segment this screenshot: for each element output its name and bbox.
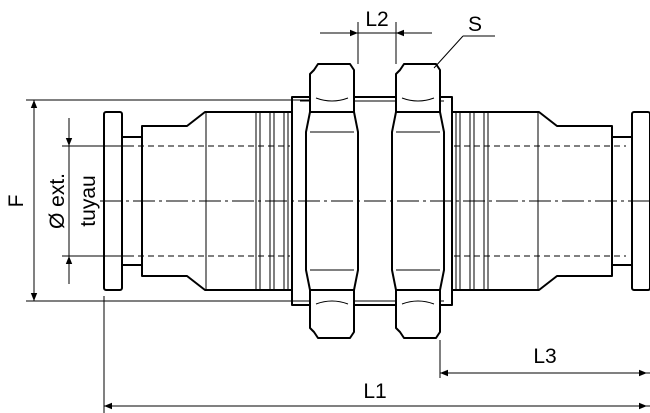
tube-od-label-line2: tuyau	[77, 175, 100, 226]
s-label: S	[468, 13, 482, 36]
f-label: F	[5, 195, 28, 208]
dimension-l3: L3	[439, 340, 650, 378]
l2-label: L2	[365, 8, 388, 31]
l1-label: L1	[363, 380, 386, 403]
dimension-s: S	[433, 13, 495, 69]
tube-od-label-line1: Ø ext.	[46, 173, 69, 229]
dimension-l1: L1	[103, 296, 650, 413]
left-fitting	[103, 111, 293, 291]
l3-label: L3	[533, 345, 556, 368]
dimension-l2: L2	[320, 8, 432, 64]
dimension-tube-od: Ø ext. tuyau	[46, 118, 128, 284]
dimension-f: F	[5, 99, 310, 302]
